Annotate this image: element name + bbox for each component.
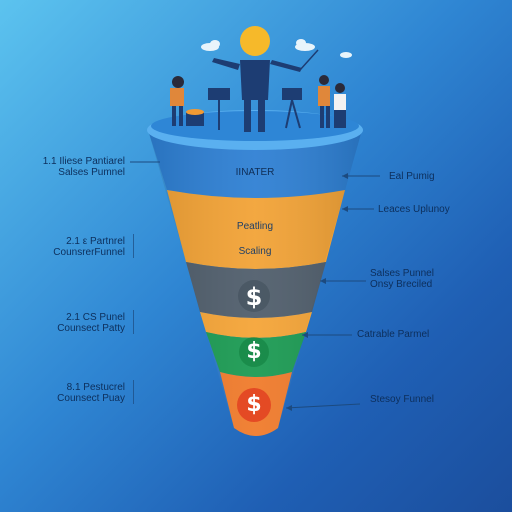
left-label-4-line2: Counsect Puay (57, 393, 125, 404)
musician-figure-left (170, 76, 184, 126)
band-label-top: IINATER (235, 167, 275, 178)
cloud-icon (340, 52, 352, 58)
right-label-3-line2: Onsy Breciled (370, 279, 433, 290)
dollar-circle-gray (238, 280, 270, 312)
right-label-1-line1: Eal Pumig (389, 171, 435, 182)
left-label-3-line2: Counsect Patty (57, 323, 125, 334)
dollar-sign-gray: $ (245, 283, 263, 311)
right-label-2-line1: Leaces Uplunoy (378, 204, 450, 215)
left-label-2: 2.1 ε Partnrel CounsrerFunnel (53, 236, 125, 258)
band-label-orange-1: Peatling (236, 221, 274, 232)
right-label-1: Eal Pumig (389, 171, 435, 182)
left-label-2-line2: CounsrerFunnel (53, 247, 125, 258)
arrow-icon (320, 278, 326, 284)
dollar-sign-tip: $ (246, 392, 262, 417)
right-label-4: Catrable Parmel (357, 329, 429, 340)
right-label-5: Stesoy Funnel (370, 394, 434, 405)
music-stand-icon (208, 88, 230, 130)
cloud-icon (295, 39, 315, 51)
left-label-2-line1: 2.1 ε Partnrel (66, 236, 125, 247)
sun-head-icon (240, 26, 270, 56)
right-label-3-line1: Salses Punnel (370, 268, 434, 279)
right-label-5-line1: Stesoy Funnel (370, 394, 434, 405)
right-label-3: Salses Punnel Onsy Breciled (370, 268, 434, 290)
arrow-icon (286, 405, 292, 411)
left-label-1-line2: Salses Pumnel (58, 167, 125, 178)
cloud-icon (201, 40, 220, 51)
left-label-4-line1: 8.1 Pestucrel (66, 382, 125, 393)
dollar-circle-tip (237, 388, 271, 422)
left-label-3-tick (133, 310, 134, 334)
musician-figure-right (318, 75, 346, 128)
left-label-2-tick (133, 234, 134, 258)
right-label-2: Leaces Uplunoy (378, 204, 450, 215)
right-label-4-line1: Catrable Parmel (357, 329, 430, 340)
left-label-1: 1.1 Iliese Pantiarel Salses Pumnel (43, 156, 125, 178)
left-label-1-line1: 1.1 Iliese Pantiarel (42, 156, 125, 167)
drum-icon (186, 109, 204, 126)
left-label-4: 8.1 Pestucrel Counsect Puay (57, 382, 125, 404)
left-label-4-tick (133, 380, 134, 404)
left-label-3-line1: 2.1 CS Punel (66, 312, 125, 323)
music-stand-icon (282, 88, 302, 129)
dollar-circle-green (239, 337, 269, 367)
dollar-sign-green: $ (246, 339, 262, 364)
arrow-icon (342, 206, 348, 212)
band-label-orange-2: Scaling (238, 246, 272, 257)
arrow-icon (302, 332, 308, 338)
left-label-3: 2.1 CS Punel Counsect Patty (57, 312, 125, 334)
arrow-icon (342, 173, 348, 179)
conductor-figure (212, 49, 319, 132)
